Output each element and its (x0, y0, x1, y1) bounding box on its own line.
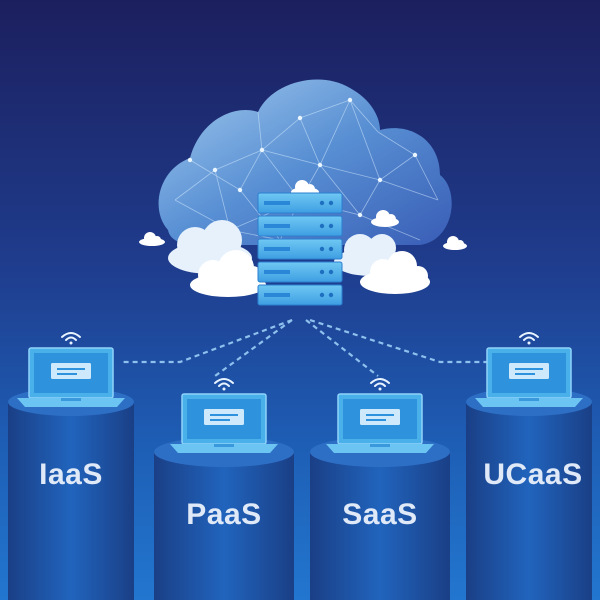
server-unit (257, 238, 343, 260)
cylinders (8, 388, 592, 600)
wifi-icon (370, 378, 390, 391)
small-clouds (139, 180, 467, 297)
laptop-icon (17, 332, 125, 407)
service-label-ucaas: UCaaS (483, 458, 583, 491)
laptop-icon (326, 378, 434, 453)
wifi-icon (61, 332, 81, 345)
service-label-saas: SaaS (342, 498, 418, 531)
laptop-icon (170, 378, 278, 453)
server-unit (257, 215, 343, 237)
cloud-icon (443, 236, 467, 250)
cloud-icon (360, 251, 430, 294)
connection-lines (120, 318, 490, 377)
cylinder-iaas (8, 388, 134, 600)
laptop-icon (475, 332, 583, 407)
wifi-icon (214, 378, 234, 391)
server-unit (257, 192, 343, 214)
cylinder-ucaas (466, 388, 592, 600)
wifi-icon (519, 332, 539, 345)
laptops (17, 332, 583, 453)
cloud-icon (190, 250, 266, 297)
service-label-iaas: IaaS (39, 458, 103, 491)
cloud-icon (139, 232, 165, 246)
cloud-icon (371, 210, 399, 227)
server-rack-icon (257, 192, 343, 306)
server-unit (257, 261, 343, 283)
server-unit (257, 284, 343, 306)
service-label-paas: PaaS (186, 498, 262, 531)
